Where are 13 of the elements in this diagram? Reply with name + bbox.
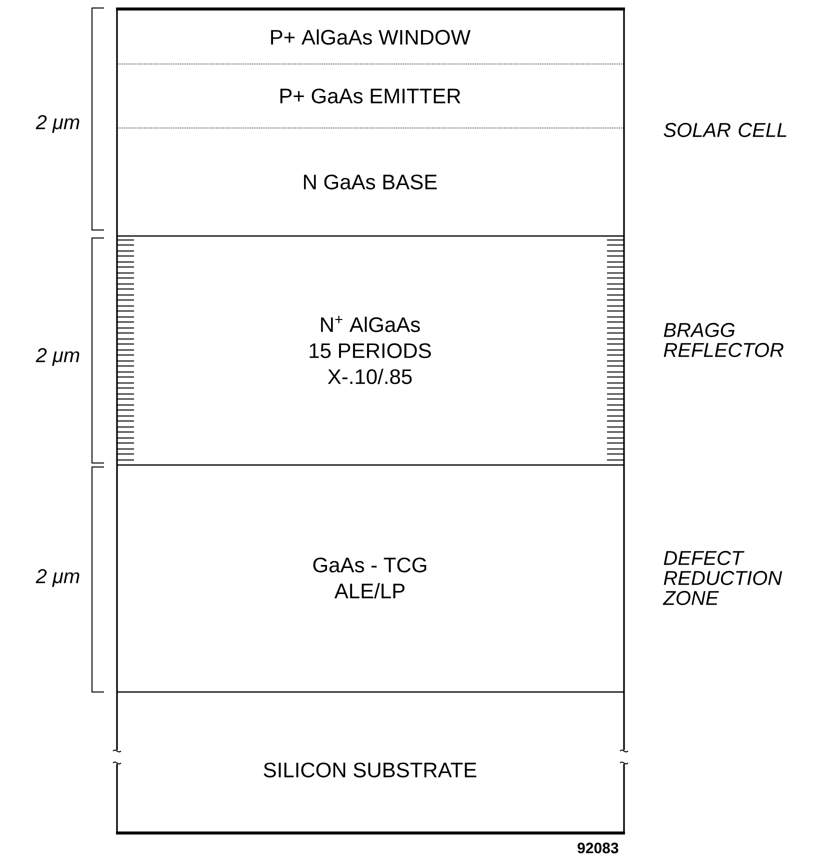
figure-number: 92083 [578,842,618,854]
layer-label: N$^{+}$ AlGaAs 15 PERIODS X-.10/.85 [310,316,431,384]
layer-label: GaAs - TCG ALE/LP [313,558,426,598]
region-label: DEFECT REDUCTION ZONE [662,550,782,606]
layer-label: P+ GaAs EMITTER [280,88,460,104]
dimension-label: 2 μm [36,569,80,587]
dimension-label: 2 μm [36,115,80,133]
dimension-label: 2 μm [36,348,80,366]
region-label: SOLAR CELL [664,122,786,138]
layer-label: N GaAs BASE [304,174,437,190]
region-label: BRAGG REFLECTOR [664,322,784,358]
layer-label: P+ AlGaAs WINDOW [271,29,471,45]
layer-label: SILICON SUBSTRATE [264,762,476,778]
